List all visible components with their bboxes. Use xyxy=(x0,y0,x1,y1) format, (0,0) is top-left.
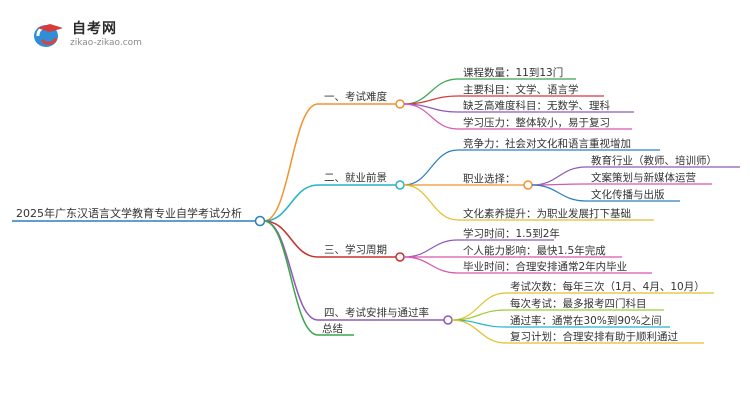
leaf-2-3: 文化素养提升：为职业发展打下基础 xyxy=(463,207,631,220)
branch-2-node[interactable] xyxy=(395,180,405,190)
root-node[interactable] xyxy=(254,215,266,227)
leaf-3-2: 个人能力影响：最快1.5年完成 xyxy=(463,244,606,257)
logo-cap-icon xyxy=(34,24,63,47)
branch-4-node[interactable] xyxy=(443,315,453,325)
leaf-4-3: 通过率：通常在30%到90%之间 xyxy=(510,314,662,327)
leaf-3-1: 学习时间：1.5到2年 xyxy=(463,227,560,240)
connector-branch-5 xyxy=(263,220,319,336)
leaf-2-2-1: 教育行业（教师、培训师） xyxy=(591,154,717,167)
leaf-2-1: 竞争力：社会对文化和语言重视增加 xyxy=(463,137,631,150)
logo-title: 自考网 xyxy=(72,21,117,37)
leaf-2-2-2: 文案策划与新媒体运营 xyxy=(591,171,696,184)
connector-4-4 xyxy=(451,319,507,344)
root-label: 2025年广东汉语言文学教育专业自学考试分析 xyxy=(16,206,242,220)
branch-1-label: 一、考试难度 xyxy=(324,90,387,103)
leaf-4-4: 复习计划：合理安排有助于顺利通过 xyxy=(510,330,678,343)
branch-3-node[interactable] xyxy=(395,252,405,262)
leaf-3-3: 毕业时间：合理安排通常2年内毕业 xyxy=(463,260,627,273)
leaf-4-2: 每次考试：最多报考四门科目 xyxy=(510,297,647,310)
connector-2-1 xyxy=(403,149,459,186)
connector-3-3 xyxy=(403,256,459,274)
site-logo[interactable]: 自考网 zikao-zikao.com xyxy=(32,16,152,56)
branch-5-label: 总结 xyxy=(322,322,343,335)
career-node[interactable] xyxy=(523,180,533,190)
logo-subtitle: zikao-zikao.com xyxy=(70,38,142,48)
branch-3-label: 三、学习周期 xyxy=(324,243,387,256)
connector-1-4 xyxy=(403,103,459,130)
leaf-1-3: 缺乏高难度科目：无数学、理科 xyxy=(463,99,610,112)
connector-3-1 xyxy=(403,239,459,258)
branch-1-node[interactable] xyxy=(395,99,405,109)
leaf-2-2: 职业选择： xyxy=(463,172,516,185)
branch-4-label: 四、考试安排与通过率 xyxy=(324,306,429,319)
connector-4-1 xyxy=(451,292,507,321)
connector-2-3 xyxy=(403,184,459,221)
connector-branch-4 xyxy=(263,220,319,321)
connector-branch-2 xyxy=(263,184,319,222)
leaf-1-1: 课程数量：11到13门 xyxy=(463,66,563,79)
leaf-1-4: 学习压力：整体较小，易于复习 xyxy=(463,116,610,129)
leaf-1-2: 主要科目：文学、语言学 xyxy=(463,83,579,96)
leaf-4-1: 考试次数：每年三次（1月、4月、10月） xyxy=(510,280,705,293)
connector-2-2-1 xyxy=(531,166,587,186)
connector-2-2-3 xyxy=(531,184,587,202)
connector-branch-1 xyxy=(263,103,319,222)
branch-2-label: 二、就业前景 xyxy=(324,171,387,184)
leaf-2-2-3: 文化传播与出版 xyxy=(591,188,665,201)
connector-branch-3 xyxy=(263,220,319,258)
